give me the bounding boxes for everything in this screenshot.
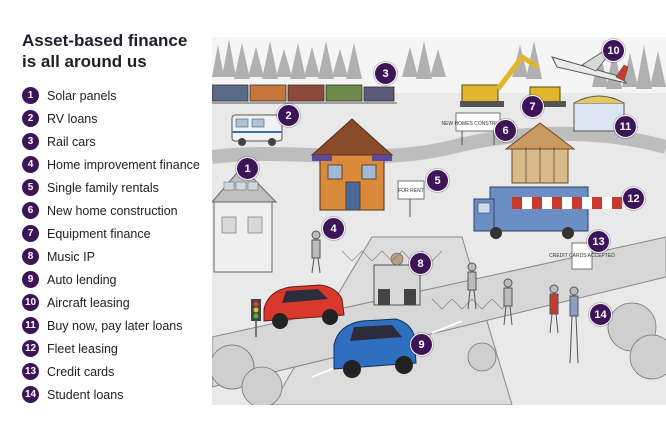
number-badge: 6 xyxy=(22,202,39,219)
legend-item: 11 Buy now, pay later loans xyxy=(22,314,202,337)
legend-item: 13 Credit cards xyxy=(22,360,202,383)
solar-panel-building xyxy=(212,166,278,273)
legend-label: Home improvement finance xyxy=(47,157,200,172)
legend-label: New home construction xyxy=(47,203,178,218)
for-rent-text: FOR RENT xyxy=(398,188,424,194)
number-badge: 4 xyxy=(22,156,39,173)
marker-1: 1 xyxy=(236,157,259,180)
legend-item: 6 New home construction xyxy=(22,199,202,222)
people xyxy=(311,230,579,364)
legend-item: 2 RV loans xyxy=(22,107,202,130)
legend-item: 10 Aircraft leasing xyxy=(22,291,202,314)
legend-label: Student loans xyxy=(47,387,124,402)
marker-2: 2 xyxy=(277,104,300,127)
marker-11: 11 xyxy=(614,115,637,138)
legend-label: Solar panels xyxy=(47,88,117,103)
legend-label: Aircraft leasing xyxy=(47,295,130,310)
legend-item: 14 Student loans xyxy=(22,383,202,406)
red-car xyxy=(263,284,345,329)
number-badge: 8 xyxy=(22,248,39,265)
trees xyxy=(212,302,666,405)
number-badge: 13 xyxy=(22,363,39,380)
legend-label: Single family rentals xyxy=(47,180,159,195)
legend-title: Asset-based finance is all around us xyxy=(22,30,202,72)
traffic-light xyxy=(251,299,261,337)
legend-label: Fleet leasing xyxy=(47,341,118,356)
number-badge: 3 xyxy=(22,133,39,150)
for-rent-sign: FOR RENT xyxy=(397,180,425,217)
rv xyxy=(231,114,283,146)
legend-item: 3 Rail cars xyxy=(22,130,202,153)
construction-text: NEW HOMES CONSTRUCTION xyxy=(441,121,514,127)
market-awning xyxy=(512,197,632,209)
marker-8: 8 xyxy=(409,252,432,275)
marker-4: 4 xyxy=(322,217,345,240)
legend-item: 12 Fleet leasing xyxy=(22,337,202,360)
marker-13: 13 xyxy=(587,230,610,253)
legend-label: Credit cards xyxy=(47,364,115,379)
blue-car xyxy=(333,318,417,378)
colorful-house xyxy=(310,118,394,211)
marker-10: 10 xyxy=(602,39,625,62)
town-illustration: FOR RENT NEW HOMES CONSTRUCTION xyxy=(212,37,666,405)
rail-cars-train xyxy=(212,84,397,104)
legend-label: Rail cars xyxy=(47,134,96,149)
marker-3: 3 xyxy=(374,62,397,85)
legend-label: Music IP xyxy=(47,249,95,264)
number-badge: 14 xyxy=(22,386,39,403)
credit-sign-text: CREDIT CARDS ACCEPTED xyxy=(549,253,615,259)
legend-label: Auto lending xyxy=(47,272,117,287)
marker-6: 6 xyxy=(494,119,517,142)
marker-5: 5 xyxy=(426,169,449,192)
legend-panel: Asset-based finance is all around us 1 So… xyxy=(22,30,202,406)
new-home-construction xyxy=(504,122,576,184)
legend-item: 5 Single family rentals xyxy=(22,176,202,199)
legend-label: RV loans xyxy=(47,111,98,126)
credit-card-sign: CREDIT CARDS ACCEPTED xyxy=(549,242,615,270)
legend-item: 8 Music IP xyxy=(22,245,202,268)
title-line-1: Asset-based finance xyxy=(22,31,188,50)
town-scene-svg: FOR RENT NEW HOMES CONSTRUCTION xyxy=(212,37,666,405)
legend-label: Buy now, pay later loans xyxy=(47,318,183,333)
marker-9: 9 xyxy=(410,333,433,356)
number-badge: 9 xyxy=(22,271,39,288)
number-badge: 5 xyxy=(22,179,39,196)
legend-item: 9 Auto lending xyxy=(22,268,202,291)
number-badge: 1 xyxy=(22,87,39,104)
legend-item: 4 Home improvement finance xyxy=(22,153,202,176)
legend-list: 1 Solar panels 2 RV loans 3 Rail cars 4 Home… xyxy=(22,84,202,406)
number-badge: 10 xyxy=(22,294,39,311)
marker-14: 14 xyxy=(589,303,612,326)
marker-7: 7 xyxy=(521,95,544,118)
excavator xyxy=(460,53,540,107)
number-badge: 11 xyxy=(22,317,39,334)
legend-item: 1 Solar panels xyxy=(22,84,202,107)
number-badge: 7 xyxy=(22,225,39,242)
number-badge: 12 xyxy=(22,340,39,357)
legend-item: 7 Equipment finance xyxy=(22,222,202,245)
music-stage xyxy=(373,252,421,306)
legend-label: Equipment finance xyxy=(47,226,151,241)
number-badge: 2 xyxy=(22,110,39,127)
fleet-truck xyxy=(473,186,589,239)
marker-12: 12 xyxy=(622,187,645,210)
title-line-2: is all around us xyxy=(22,52,147,71)
